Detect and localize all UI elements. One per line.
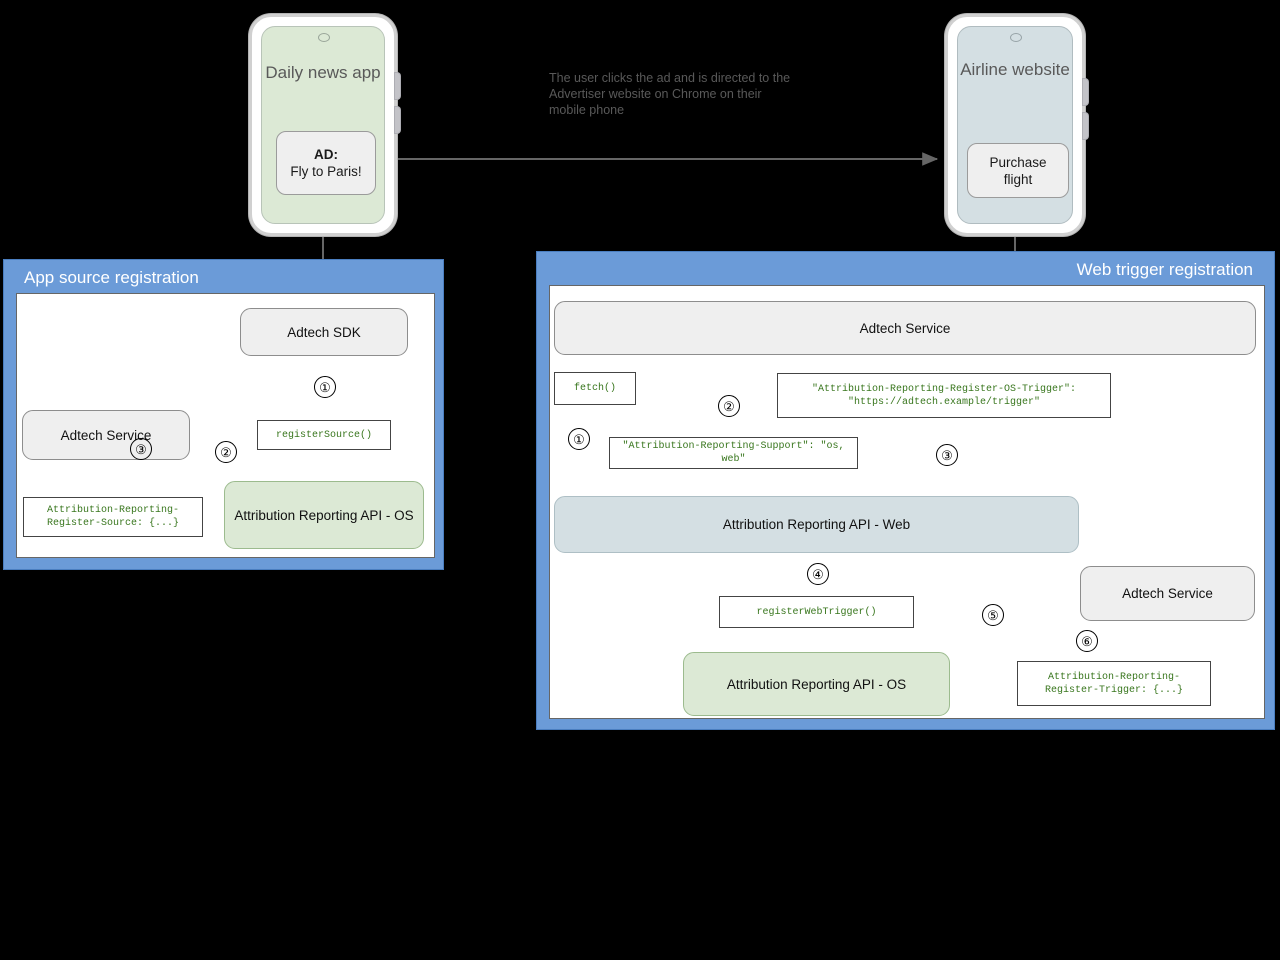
step-marker-right-5: ⑤ (982, 604, 1004, 626)
node-fetch-call: fetch() (554, 372, 636, 405)
phone-airline-website: Airline website Purchase flight (945, 14, 1088, 236)
purchase-flight-button[interactable]: Purchase flight (967, 143, 1069, 198)
node-attribution-reporting-api-web[interactable]: Attribution Reporting API - Web (554, 496, 1079, 553)
step-marker-right-1: ① (568, 428, 590, 450)
ad-card[interactable]: AD: Fly to Paris! (276, 131, 376, 195)
panel-right-title: Web trigger registration (1076, 260, 1253, 279)
purchase-flight-line1: Purchase (989, 154, 1047, 170)
node-adtech-service-top[interactable]: Adtech Service (554, 301, 1256, 355)
phone-web-title: Airline website (960, 60, 1070, 79)
phone-side-button-upper (1083, 79, 1088, 105)
step-marker-left-2: ② (215, 441, 237, 463)
phone-side-button-lower (395, 107, 400, 133)
ad-text: Fly to Paris! (290, 164, 362, 179)
camera-icon (1010, 33, 1022, 42)
step-marker-right-3: ③ (936, 444, 958, 466)
node-adtech-sdk[interactable]: Adtech SDK (240, 308, 408, 356)
step-marker-left-3: ③ (130, 438, 152, 460)
ad-label: AD: (314, 147, 338, 162)
phone-side-button-lower (1083, 113, 1088, 139)
node-code-os-trigger-header: "Attribution-Reporting-Register-OS-Trigg… (777, 373, 1111, 418)
node-register-source-call: registerSource() (257, 420, 391, 450)
flow-caption: The user clicks the ad and is directed t… (549, 71, 791, 117)
step-marker-right-2: ② (718, 395, 740, 417)
camera-icon (318, 33, 330, 42)
node-adtech-service-bottom-right[interactable]: Adtech Service (1080, 566, 1255, 621)
phone-app-title: Daily news app (265, 63, 381, 82)
purchase-flight-line2: flight (1003, 171, 1033, 187)
phone-daily-news-app: Daily news app AD: Fly to Paris! (249, 14, 400, 236)
node-attribution-reporting-api-os-left[interactable]: Attribution Reporting API - OS (224, 481, 424, 549)
node-code-register-source-header: Attribution-Reporting-Register-Source: {… (23, 497, 203, 537)
step-marker-right-6: ⑥ (1076, 630, 1098, 652)
step-marker-left-1: ① (314, 376, 336, 398)
node-code-support-header: "Attribution-Reporting-Support": "os, we… (609, 437, 858, 469)
node-code-register-trigger-header: Attribution-Reporting- Register-Trigger:… (1017, 661, 1211, 706)
phone-side-button-upper (395, 73, 400, 99)
node-register-web-trigger-call: registerWebTrigger() (719, 596, 914, 628)
node-attribution-reporting-api-os-right[interactable]: Attribution Reporting API - OS (683, 652, 950, 716)
step-marker-right-4: ④ (807, 563, 829, 585)
node-adtech-service-left[interactable]: Adtech Service (22, 410, 190, 460)
panel-left-title: App source registration (24, 268, 199, 287)
